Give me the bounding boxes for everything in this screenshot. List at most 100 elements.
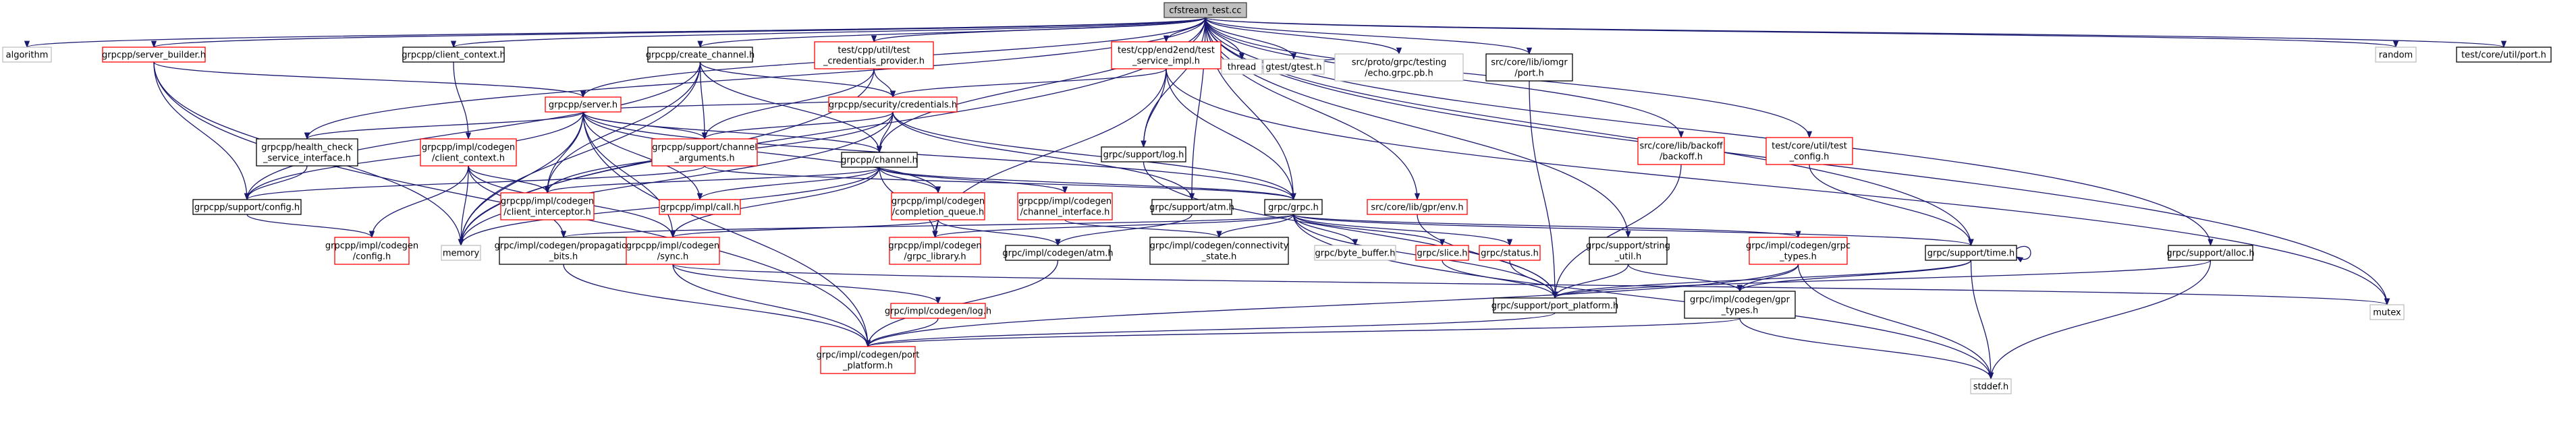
node-gpr-types[interactable]: grpc/impl/codegen/gpr_types.h xyxy=(1684,291,1796,319)
node-box xyxy=(1925,245,2017,261)
node-box xyxy=(2375,47,2417,63)
node-test-config[interactable]: test/core/util/test_config.h xyxy=(1765,137,1853,165)
edge-channel-to-codegen_sync xyxy=(669,167,880,239)
node-support-time[interactable]: grpc/support/time.h xyxy=(1925,245,2017,261)
node-channel[interactable]: grpcpp/channel.h xyxy=(841,152,918,168)
node-health-check[interactable]: grpcpp/health_check_service_interface.h xyxy=(256,138,358,167)
node-label: grpcpp/impl/codegen xyxy=(325,241,418,251)
node-support-log[interactable]: grpc/support/log.h xyxy=(1101,146,1186,162)
node-box xyxy=(828,96,958,113)
node-label: grpcpp/impl/call.h xyxy=(660,203,739,213)
edge-grpc_h-to-support_time xyxy=(1292,214,1974,247)
edge-gpr_types-to-codegen_port_platform xyxy=(865,318,1741,348)
node-label: grpcpp/channel.h xyxy=(841,156,918,166)
node-box xyxy=(2168,245,2253,261)
edge-security_creds-to-channel xyxy=(876,111,894,154)
node-box xyxy=(334,237,410,265)
node-client-context[interactable]: grpcpp/client_context.h xyxy=(402,47,505,63)
edge-create_channel-to-client_interceptor xyxy=(544,61,701,194)
node-byte-buffer: grpc/byte_buffer.h xyxy=(1314,245,1396,261)
node-label: /backoff.h xyxy=(1660,152,1703,162)
node-label: grpc/support/alloc.h xyxy=(2166,249,2254,259)
edge-server-to-channel xyxy=(582,111,883,154)
edge-root-to-test_creds xyxy=(871,17,1206,43)
node-channel-interface[interactable]: grpcpp/impl/codegen/channel_interface.h xyxy=(1017,192,1113,220)
node-label: grpcpp/create_channel.h xyxy=(646,51,755,61)
edge-root-to-random xyxy=(1205,17,2399,49)
edge-support_time-to-gpr_types xyxy=(1736,260,1972,293)
edge-server-to-memory xyxy=(458,111,584,247)
node-string-util[interactable]: grpc/support/string_util.h xyxy=(1586,237,1670,265)
node-support-atm[interactable]: grpc/support/atm.h xyxy=(1149,199,1234,215)
node-security-creds[interactable]: grpcpp/security/credentials.h xyxy=(828,96,958,113)
node-connectivity-state[interactable]: grpc/impl/codegen/connectivity_state.h xyxy=(1149,237,1289,265)
node-status[interactable]: grpc/status.h xyxy=(1479,245,1541,261)
node-box xyxy=(820,346,916,374)
node-create-channel[interactable]: grpcpp/create_channel.h xyxy=(646,47,755,63)
node-label: _arguments.h xyxy=(674,154,734,164)
node-client-interceptor[interactable]: grpcpp/impl/codegen/client_interceptor.h xyxy=(500,192,595,220)
node-codegen-log[interactable]: grpc/impl/codegen/log.h xyxy=(885,303,991,319)
node-box xyxy=(841,152,918,168)
node-server-builder[interactable]: grpcpp/server_builder.h xyxy=(102,47,206,63)
node-box xyxy=(2369,304,2405,320)
node-channel-arguments[interactable]: grpcpp/support/channel_arguments.h xyxy=(651,138,758,167)
node-iomgr-port[interactable]: src/core/lib/iomgr/port.h xyxy=(1485,53,1573,82)
edge-root-to-server_builder xyxy=(151,17,1206,49)
edge-root-to-gpr_env xyxy=(1205,17,1421,201)
node-label: _types.h xyxy=(1779,252,1817,262)
node-label: random xyxy=(2379,51,2413,61)
node-box xyxy=(659,199,741,215)
node-box xyxy=(891,192,985,220)
node-util-port[interactable]: test/core/util/port.h xyxy=(2456,47,2552,63)
edge-server-to-grpc_h xyxy=(582,111,1296,201)
edge-propagation_bits-to-codegen_port_platform xyxy=(563,264,871,348)
edge-grpc_types-to-stddef xyxy=(1797,264,1994,380)
node-label: src/core/lib/backoff xyxy=(1639,142,1723,152)
edge-support_time-to-stddef xyxy=(1970,260,1994,380)
node-codegen-config[interactable]: grpcpp/impl/codegen/config.h xyxy=(325,237,418,265)
node-test-service[interactable]: test/cpp/end2end/test_service_impl.h xyxy=(1111,41,1222,69)
node-label: _credentials_provider.h xyxy=(823,57,925,67)
node-support-alloc[interactable]: grpc/support/alloc.h xyxy=(2166,245,2255,261)
node-root[interactable]: cfstream_test.cc xyxy=(1163,2,1247,18)
edge-grpc_h-to-propagation_bits xyxy=(561,214,1294,239)
node-grpc-types[interactable]: grpc/impl/codegen/grpc_types.h xyxy=(1746,237,1851,265)
node-completion-queue[interactable]: grpcpp/impl/codegen/completion_queue.h xyxy=(891,192,985,220)
node-codegen-sync[interactable]: grpcpp/impl/codegen/sync.h xyxy=(626,237,720,265)
node-label: grpc/impl/codegen/connectivity xyxy=(1150,241,1289,251)
node-backoff[interactable]: src/core/lib/backoff/backoff.h xyxy=(1637,137,1725,165)
node-box xyxy=(1367,199,1468,215)
node-grpc-h[interactable]: grpc/grpc.h xyxy=(1264,199,1323,215)
node-label: grpcpp/impl/codegen xyxy=(1018,197,1112,207)
node-client-context-impl[interactable]: grpcpp/impl/codegen/client_context.h xyxy=(420,138,517,167)
node-gpr-env[interactable]: src/core/lib/gpr/env.h xyxy=(1367,199,1468,215)
node-box xyxy=(647,47,753,63)
node-impl-call[interactable]: grpcpp/impl/call.h xyxy=(659,199,741,215)
node-codegen-atm[interactable]: grpc/impl/codegen/atm.h xyxy=(1002,245,1114,261)
node-slice[interactable]: grpc/slice.h xyxy=(1415,245,1469,261)
node-port-platform[interactable]: grpc/support/port_platform.h xyxy=(1491,297,1618,314)
node-codegen-port-platform[interactable]: grpc/impl/codegen/port_platform.h xyxy=(817,346,920,374)
edge-codegen_sync-to-codegen_port_platform xyxy=(672,264,871,348)
node-label: _config.h xyxy=(1789,152,1830,162)
node-label: /client_context.h xyxy=(432,154,505,164)
node-label: cfstream_test.cc xyxy=(1169,6,1241,16)
node-label: stddef.h xyxy=(1973,382,2008,392)
node-box xyxy=(1221,59,1263,75)
node-propagation-bits[interactable]: grpc/impl/codegen/propagation_bits.h xyxy=(495,237,633,265)
node-grpc-library[interactable]: grpcpp/impl/codegen/grpc_library.h xyxy=(888,237,982,265)
node-test-creds[interactable]: test/cpp/util/test_credentials_provider.… xyxy=(814,41,934,69)
node-box xyxy=(1263,59,1325,75)
node-random: random xyxy=(2375,47,2417,63)
node-label: grpcpp/health_check xyxy=(261,143,353,153)
edge-grpc_h-to-connectivity_state xyxy=(1216,214,1294,239)
node-box xyxy=(2,47,52,63)
node-label: grpc/impl/codegen/gpr xyxy=(1690,295,1790,305)
edge-root-to-iomgr_port xyxy=(1205,17,1532,55)
node-support-config[interactable]: grpcpp/support/config.h xyxy=(192,199,302,215)
node-box xyxy=(1151,199,1232,215)
edge-client_context-to-client_context_impl xyxy=(453,61,472,140)
node-server[interactable]: grpcpp/server.h xyxy=(545,96,622,113)
node-stddef: stddef.h xyxy=(1970,378,2012,394)
